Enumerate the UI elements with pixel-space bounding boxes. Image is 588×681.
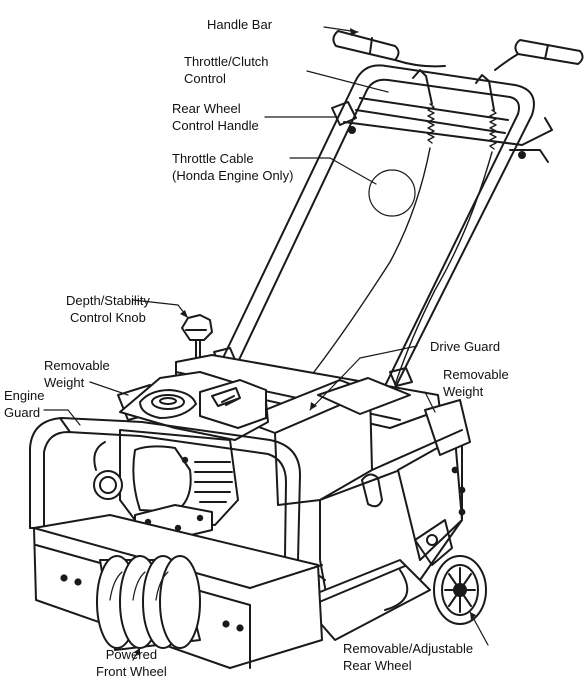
rear-wheel-drawing (384, 519, 487, 625)
removable-adjustable-rear-wheel-label: Removable/Adjustable Rear Wheel (343, 640, 473, 674)
throttle-clutch-control-label: Throttle/Clutch Control (184, 53, 269, 87)
label-line: Throttle Cable (172, 151, 254, 166)
label-line: Engine (4, 388, 45, 403)
throttle-cable-label: Throttle Cable (Honda Engine Only) (172, 150, 293, 184)
label-line: Guard (4, 405, 41, 420)
removable-weight-right-label: Removable Weight (443, 366, 509, 400)
label-line: Rear Wheel (172, 101, 241, 116)
engine-drawing (93, 371, 269, 541)
drive-guard-drawing (239, 377, 471, 641)
label-line: Throttle/Clutch (184, 54, 269, 69)
engine-guard-drawing (29, 417, 326, 581)
handle-bar-label: Handle Bar (207, 16, 272, 33)
label-line: Rear Wheel (343, 658, 412, 673)
label-line: Weight (44, 375, 85, 390)
label-line: Control (184, 71, 226, 86)
engine-guard-label: Engine Guard (4, 387, 44, 421)
label-line: Front Wheel (96, 664, 167, 679)
label-line: (Honda Engine Only) (172, 168, 294, 183)
label-line: Drive Guard (430, 339, 501, 354)
leader-lines (43, 26, 489, 661)
removable-weight-left-label: Removable Weight (44, 357, 110, 391)
label-line: Handle Bar (207, 17, 273, 32)
handle-bar-drawing (213, 30, 584, 393)
label-line: Depth/Stability (66, 293, 150, 308)
label-line: Weight (443, 384, 484, 399)
front-wheel-drawing (96, 555, 201, 651)
depth-stability-knob-label: Depth/Stability Control Knob (66, 292, 150, 326)
rear-wheel-control-handle-label: Rear Wheel Control Handle (172, 100, 259, 134)
label-line: Removable/Adjustable (343, 641, 474, 656)
label-line: Powered (105, 647, 158, 662)
leader-arrowheads (134, 28, 476, 656)
label-line: Removable (443, 367, 509, 382)
label-line: Control Handle (172, 118, 259, 133)
powered-front-wheel-label: Powered Front Wheel (96, 646, 167, 680)
label-line: Control Knob (69, 310, 146, 325)
label-line: Removable (44, 358, 110, 373)
drive-guard-label: Drive Guard (430, 338, 500, 355)
